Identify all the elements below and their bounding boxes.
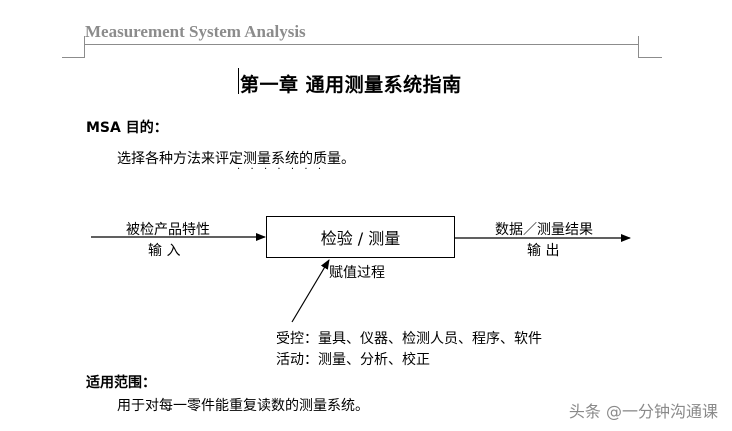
crop-mark-left-horizontal <box>62 57 85 58</box>
assign-label: 赋值过程 <box>329 265 385 281</box>
chapter-title: 第一章 通用测量系统指南 <box>240 74 462 96</box>
output-label: 数据／测量结果 <box>495 222 593 238</box>
input-label: 被检产品特性 <box>126 222 210 238</box>
scope-text: 用于对每一零件能重复读数的测量系统。 <box>117 398 369 414</box>
controlled-text: 受控：量具、仪器、检测人员、程序、软件 <box>276 331 542 347</box>
crop-mark-left-vertical <box>84 36 85 58</box>
process-label: 检验 / 测量 <box>320 229 401 248</box>
process-box: 检验 / 测量 <box>266 216 455 258</box>
header-title: Measurement System Analysis <box>85 22 306 41</box>
emphasis-dots: ······· <box>237 164 332 175</box>
crop-mark-right-horizontal <box>638 57 662 58</box>
scope-heading: 适用范围： <box>86 375 156 391</box>
purpose-heading: MSA 目的： <box>86 120 168 136</box>
activities-text: 活动：测量、分析、校正 <box>276 352 430 368</box>
text-cursor <box>238 68 239 94</box>
crop-mark-right-vertical <box>638 36 639 58</box>
header-rule <box>85 44 638 45</box>
output-sub-label: 输 出 <box>527 243 560 259</box>
purpose-text: 选择各种方法来评定测量系统的质量。 <box>117 151 355 167</box>
watermark: 头条 @一分钟沟通课 <box>568 402 718 421</box>
input-sub-label: 输 入 <box>148 243 181 259</box>
control-arrow <box>291 259 330 323</box>
